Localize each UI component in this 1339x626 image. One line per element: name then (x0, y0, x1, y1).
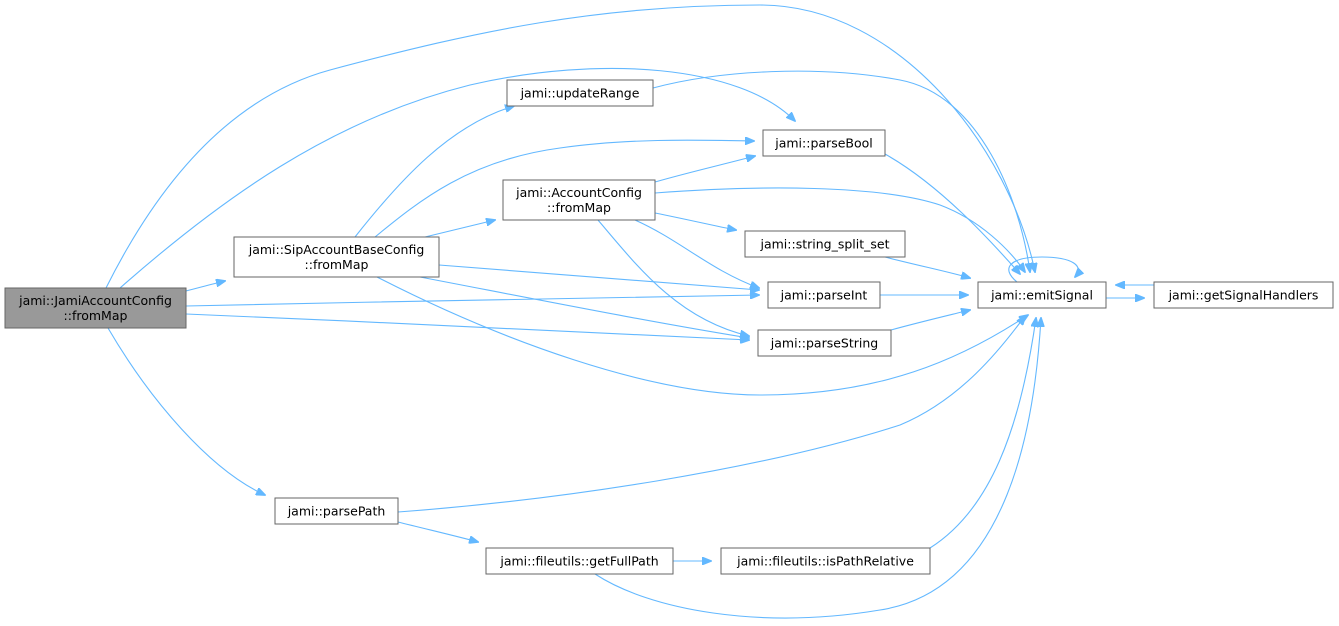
edge-accountcfg-to-splitset (654, 212, 736, 230)
node-label: jami::parsePath (287, 504, 386, 519)
node-isRelative[interactable]: jami::fileutils::isPathRelative (720, 547, 931, 575)
node-updateRange[interactable]: jami::updateRange (506, 79, 654, 107)
edge-accountcfg-to-emitSignal (654, 187, 1025, 272)
node-label: jami::updateRange (520, 86, 640, 101)
edge-isRelative-to-emitSignal (929, 318, 1036, 549)
node-sipbase[interactable]: jami::SipAccountBaseConfig::fromMap (233, 236, 440, 278)
node-parseString[interactable]: jami::parseString (757, 329, 892, 357)
node-parsePath[interactable]: jami::parsePath (274, 497, 399, 525)
node-box (502, 179, 656, 221)
node-root[interactable]: jami::JamiAccountConfig::fromMap (4, 287, 187, 329)
node-box (744, 230, 906, 258)
node-label: jami::fileutils::getFullPath (499, 554, 658, 569)
node-getHandlers[interactable]: jami::getSignalHandlers (1153, 281, 1334, 309)
node-box (720, 547, 931, 575)
node-label: jami::parseString (770, 336, 878, 351)
node-label: jami::parseInt (780, 288, 868, 303)
edge-parseBool-to-emitSignal (884, 153, 1020, 274)
edge-root-to-parseInt (185, 295, 759, 307)
edge-root-to-parseBool (119, 67, 795, 289)
edge-fullPath-to-emitSignal (594, 318, 1041, 619)
node-box (977, 281, 1107, 309)
node-fullPath[interactable]: jami::fileutils::getFullPath (485, 547, 674, 575)
edge-sipbase-to-updateRange (354, 106, 514, 238)
node-box (762, 129, 886, 157)
node-label: jami::JamiAccountConfig (18, 293, 172, 308)
edge-splitset-to-emitSignal (884, 256, 970, 278)
node-label: ::fromMap (547, 200, 611, 215)
node-box (757, 329, 892, 357)
edge-sipbase-to-parseInt (438, 264, 759, 290)
node-parseInt[interactable]: jami::parseInt (767, 281, 881, 309)
node-label: ::fromMap (64, 308, 128, 323)
node-label: jami::SipAccountBaseConfig (248, 242, 425, 257)
edge-parseString-to-emitSignal (890, 310, 970, 331)
node-label: jami::AccountConfig (515, 185, 642, 200)
node-label: jami::fileutils::isPathRelative (736, 554, 914, 569)
node-label: jami::parseBool (774, 136, 873, 151)
node-box (767, 281, 881, 309)
edge-emitSignal-to-emitSignal (1008, 256, 1079, 283)
node-parseBool[interactable]: jami::parseBool (762, 129, 886, 157)
node-label: jami::emitSignal (990, 288, 1093, 303)
node-box (4, 287, 187, 329)
edge-parsePath-to-emitSignal (397, 316, 1025, 513)
node-box (274, 497, 399, 525)
node-label: jami::string_split_set (760, 237, 890, 252)
edge-accountcfg-to-parseInt (634, 219, 759, 288)
edge-sipbase-to-accountcfg (424, 220, 495, 238)
edge-parsePath-to-fullPath (397, 521, 478, 542)
node-label: ::fromMap (305, 257, 369, 272)
edge-accountcfg-to-parseBool (654, 156, 755, 183)
nodes-layer: jami::JamiAccountConfig::fromMapjami::Si… (4, 79, 1334, 575)
edge-accountcfg-to-parseString (597, 219, 749, 336)
node-box (1153, 281, 1334, 309)
node-box (233, 236, 440, 278)
edge-root-to-sipbase (185, 281, 225, 292)
edges-layer (105, 4, 1154, 619)
node-splitset[interactable]: jami::string_split_set (744, 230, 906, 258)
node-label: jami::getSignalHandlers (1168, 288, 1319, 303)
node-emitSignal[interactable]: jami::emitSignal (977, 281, 1107, 309)
node-box (485, 547, 674, 575)
edge-root-to-parseString (185, 313, 749, 340)
edge-sipbase-to-emitSignal (376, 276, 1028, 396)
edge-sipbase-to-parseBool (374, 140, 754, 238)
edge-updateRange-to-emitSignal (652, 70, 1030, 272)
node-box (506, 79, 654, 107)
edge-root-to-parsePath (107, 327, 265, 495)
node-accountcfg[interactable]: jami::AccountConfig::fromMap (502, 179, 656, 221)
edge-sipbase-to-parseString (419, 276, 749, 338)
